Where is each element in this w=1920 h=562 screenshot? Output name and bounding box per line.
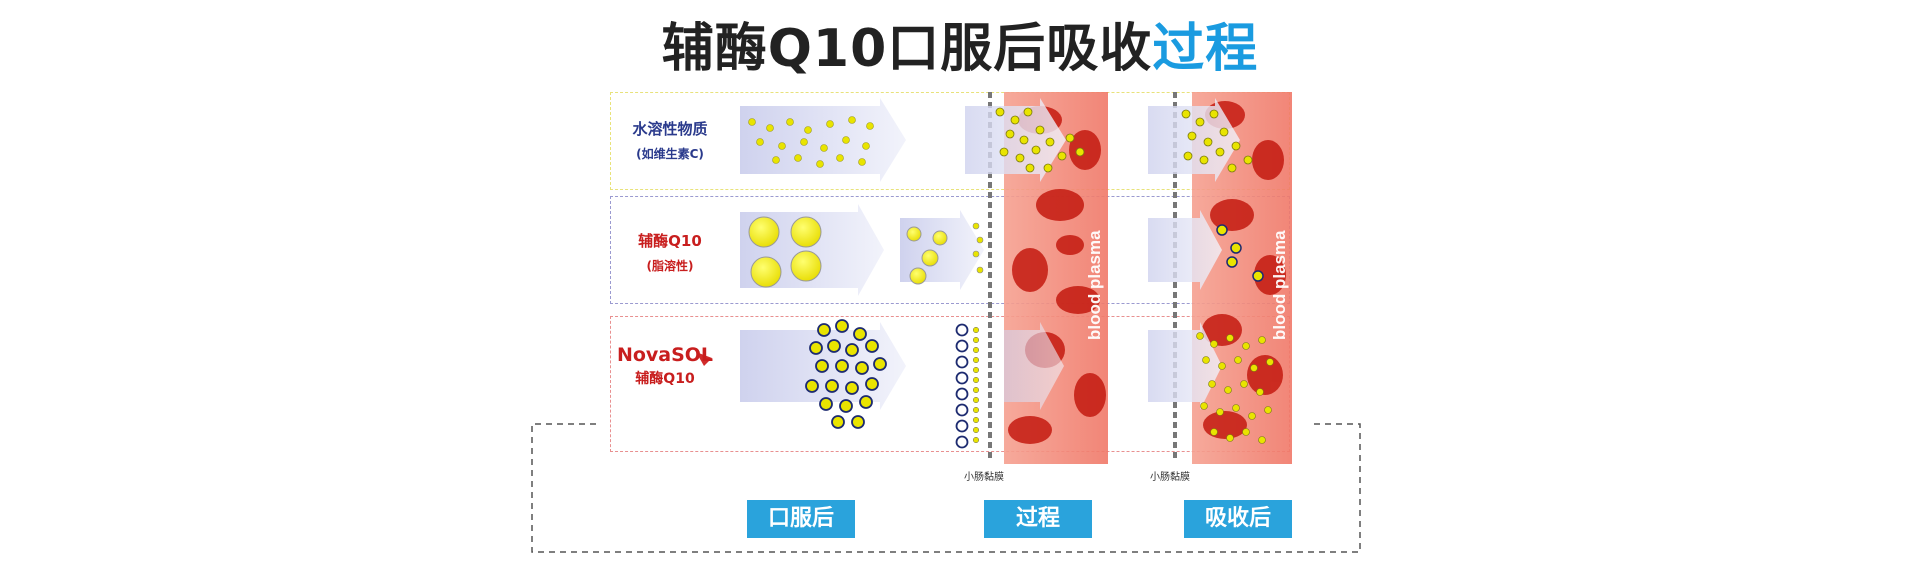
- arrow-row1-process: [965, 98, 1066, 182]
- particles-coq10-after: [1216, 224, 1264, 282]
- row-label-water-soluble: 水溶性物质 (如维生素C): [610, 118, 730, 162]
- row-label-novasol: NovaSOL 辅酶Q10: [610, 344, 720, 388]
- row3-title: 辅酶Q10: [635, 371, 695, 387]
- novasol-brand: NovaSOL: [616, 344, 714, 366]
- novasol-logo-mark: [696, 352, 712, 366]
- particles-water-soluble-after: [1181, 109, 1253, 173]
- arrow-row1-after: [1148, 98, 1240, 182]
- blood-cells-after: [1202, 101, 1286, 439]
- arrow-row3-process: [1004, 322, 1064, 410]
- plasma-label-process: blood plasma: [1085, 230, 1104, 340]
- stage-label-oral: 口服后: [747, 500, 855, 538]
- stage-label-absorbed: 吸收后: [1184, 500, 1292, 538]
- mucosa-label-after: 小肠黏膜: [1150, 472, 1190, 483]
- plasma-label-after: blood plasma: [1270, 230, 1289, 340]
- particles-water-soluble-process: [995, 107, 1085, 173]
- particles-coq10-process: [972, 222, 984, 274]
- title-main: 辅酶Q10口服后吸收: [661, 19, 1153, 79]
- mucosa-label-process: 小肠黏膜: [964, 472, 1004, 483]
- row2-subtitle: (脂溶性): [646, 259, 694, 273]
- particles-coq10-mid: [906, 226, 948, 285]
- outer-bracket: [531, 423, 1361, 553]
- particles-novasol-oral: [805, 319, 887, 429]
- stage-label-process: 过程: [984, 500, 1092, 538]
- particles-novasol-mucosa: [955, 323, 969, 449]
- title-highlight: 过程: [1152, 19, 1259, 79]
- particles-water-soluble-oral: [748, 116, 874, 168]
- row1-subtitle: (如维生素C): [636, 147, 704, 161]
- row1-title: 水溶性物质: [632, 120, 708, 138]
- particles-coq10-oral: [748, 216, 822, 288]
- arrow-row3-after: [1148, 322, 1222, 410]
- page-title: 辅酶Q10口服后吸收过程: [0, 6, 1920, 81]
- arrow-row1-oral: [740, 98, 906, 182]
- arrow-row2-after: [1148, 210, 1222, 290]
- particles-novasol-absorbing: [972, 326, 980, 444]
- row2-title: 辅酶Q10: [638, 232, 702, 250]
- row-label-coq10: 辅酶Q10 (脂溶性): [610, 230, 730, 274]
- particles-novasol-after: [1196, 332, 1274, 444]
